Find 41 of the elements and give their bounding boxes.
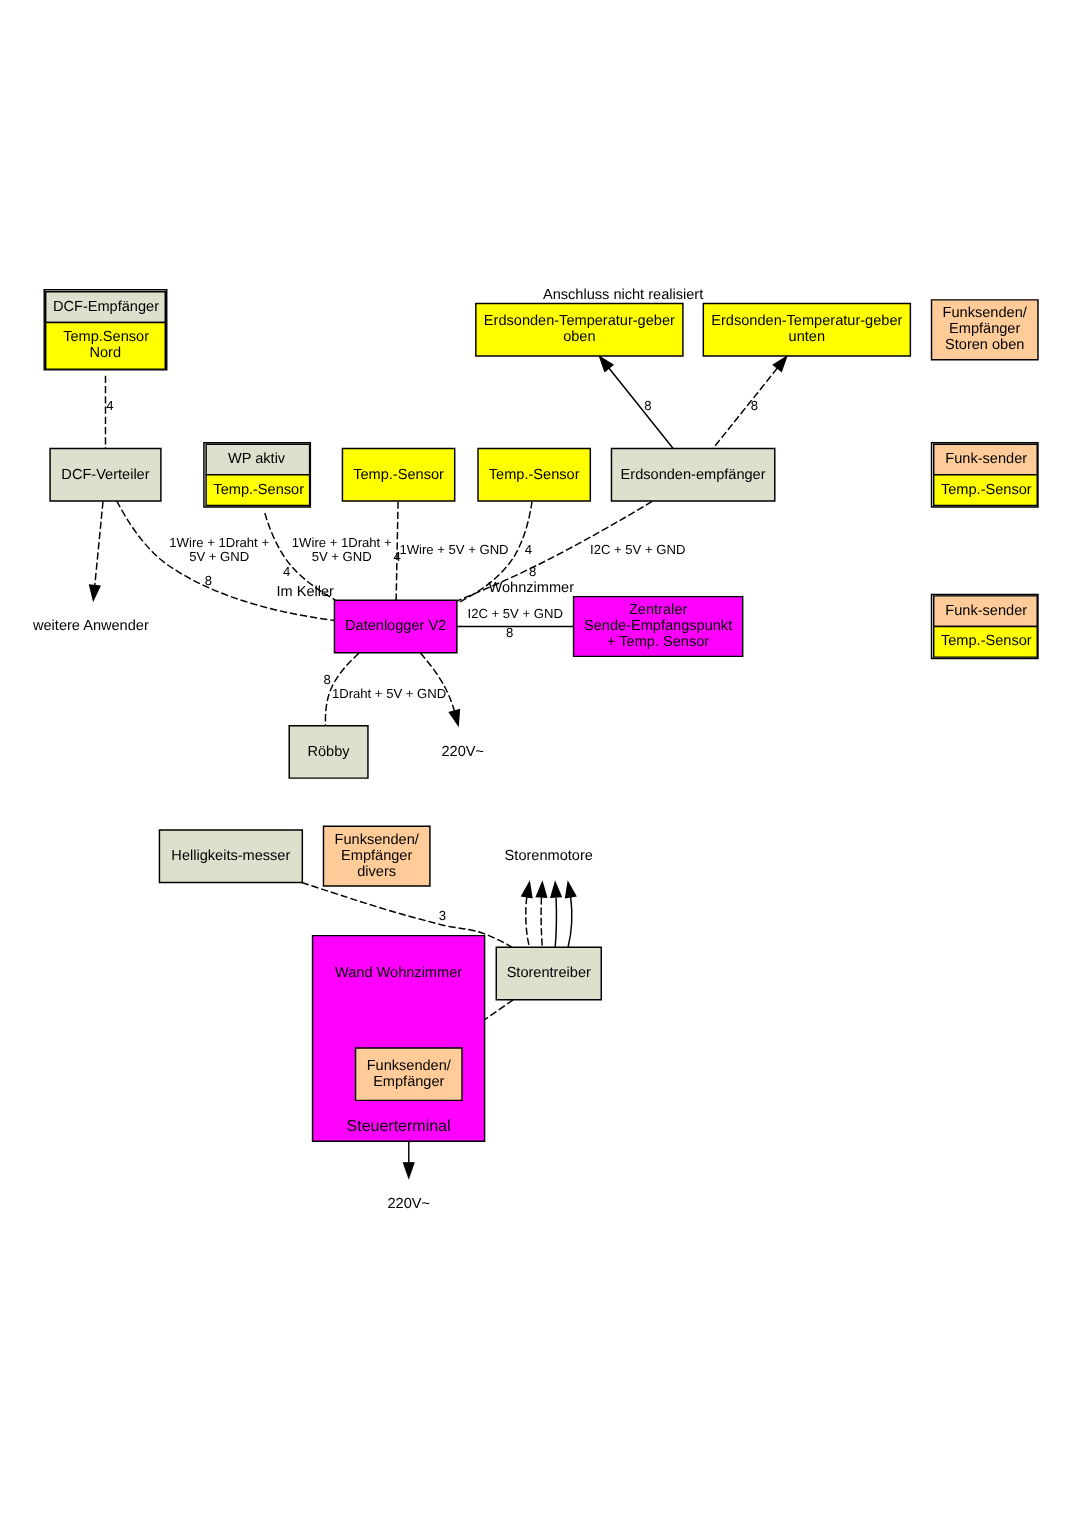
connector — [104, 375, 107, 450]
connector — [116, 500, 336, 622]
node-box: Funksenden/ Empfänger — [354, 1047, 463, 1102]
node-box: Storentreiber — [495, 946, 602, 1001]
node-text: 220V~ — [387, 1193, 431, 1212]
node-label: Anschluss nicht realisiert — [542, 285, 704, 304]
node-box: Zentraler Sende-Empfangspunkt + Temp. Sensor — [572, 595, 744, 658]
connector — [456, 500, 653, 602]
node-box: Temp.-Sensor — [477, 447, 592, 502]
node-box: Erdsonden-Temperatur-geber unten — [702, 302, 912, 357]
node-box: Helligkeits-messer — [158, 829, 304, 884]
arrow — [712, 354, 788, 449]
node-box: Datenlogger V2 — [333, 599, 458, 654]
arrow — [88, 500, 104, 603]
node-label: Wohnzimmer — [488, 578, 575, 597]
connector — [324, 652, 360, 727]
node-text: 220V~ — [441, 741, 484, 760]
node-box: Funksenden/ Empfänger divers — [322, 825, 431, 887]
arrow — [520, 880, 533, 948]
node-text: Storenmotore — [504, 845, 593, 864]
arrow — [419, 652, 461, 728]
connector — [456, 500, 533, 604]
arrow — [535, 880, 548, 948]
arrow — [550, 880, 563, 948]
node-box: DCF-Verteiler — [49, 447, 162, 502]
connector — [395, 500, 399, 601]
connector — [264, 512, 337, 601]
node-box: Röbby — [288, 724, 369, 779]
connector — [483, 999, 514, 1021]
node-label: Wand Wohnzimmer — [335, 963, 463, 982]
node-label: Im Keller — [276, 581, 334, 600]
arrow — [598, 354, 674, 449]
node-box: Funksenden/ Empfänger Storen oben — [930, 299, 1039, 361]
node-text: weitere Anwender — [33, 616, 149, 635]
arrow — [402, 1140, 415, 1180]
connector — [456, 625, 574, 628]
connector — [300, 881, 513, 948]
node-box: Erdsonden-Temperatur-geber oben — [475, 302, 684, 357]
arrow — [564, 880, 577, 948]
node-box: Erdsonden-empfänger — [610, 447, 776, 502]
node-box: Temp.-Sensor — [341, 447, 456, 502]
